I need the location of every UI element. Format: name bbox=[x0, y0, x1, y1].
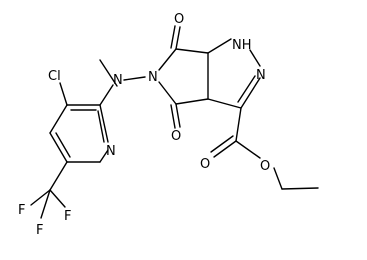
bond-pyr-n-c2 bbox=[99, 104, 109, 143]
bond-c-top-ring bbox=[175, 48, 209, 54]
atom-f-right: F bbox=[64, 209, 71, 224]
atom-f-bottom: F bbox=[36, 223, 43, 238]
bond-pyr-c3-c4 bbox=[49, 104, 68, 134]
bond-c-f-left bbox=[30, 189, 51, 206]
bond-nh-n bbox=[249, 49, 261, 67]
bond-ester-o bbox=[235, 140, 261, 159]
bonds bbox=[30, 25, 319, 219]
atom-cl: Cl bbox=[48, 69, 61, 84]
bond-co-bottom-1 bbox=[175, 103, 181, 128]
bond-c-f-bottom bbox=[40, 189, 51, 219]
atom-o-top: O bbox=[174, 12, 184, 27]
bond-n-n bbox=[123, 76, 146, 81]
bond-n-methyl bbox=[99, 59, 118, 87]
bond-n-c3 bbox=[240, 77, 261, 109]
bond-pyr-c6-n bbox=[99, 149, 109, 163]
bond-c-cl bbox=[59, 82, 68, 106]
bond-pyr-inner-2 bbox=[55, 132, 71, 158]
atom-o-ester: O bbox=[260, 159, 270, 174]
atom-n-methyl: N bbox=[113, 73, 123, 88]
atom-o-bottom: O bbox=[171, 129, 181, 144]
atom-n-pyridine: N bbox=[106, 144, 116, 159]
atom-nh: NH bbox=[232, 38, 252, 53]
bond-co-top-1 bbox=[175, 26, 181, 50]
bond-co-bottom-2 bbox=[170, 104, 176, 129]
bond-ch2-ch3 bbox=[281, 187, 319, 190]
atom-f-left: F bbox=[18, 203, 25, 218]
bond-c-nh bbox=[207, 38, 232, 54]
bond-c-bottom-ring bbox=[175, 98, 209, 105]
bond-c-cf3 bbox=[49, 161, 68, 191]
bond-c3-ester bbox=[235, 107, 242, 142]
atom-labels: Cl N N NH N N O O O O F F F bbox=[18, 12, 270, 238]
bond-co-top-2 bbox=[170, 25, 176, 49]
bond-o-ch2 bbox=[273, 167, 283, 190]
bond-ester-co-2 bbox=[210, 135, 234, 153]
bond-pyr-c4-c5 bbox=[49, 132, 68, 163]
atom-o-carbonyl: O bbox=[200, 157, 210, 172]
bond-pyr-inner-3 bbox=[97, 110, 105, 143]
bond-n-c-bottom bbox=[158, 81, 177, 105]
bond-n-c-top bbox=[158, 48, 177, 71]
bond-n-c3-inner bbox=[237, 75, 256, 103]
bond-c3-c3a bbox=[207, 98, 242, 109]
bond-n-pyridine bbox=[99, 84, 114, 106]
bond-c-f-right bbox=[49, 189, 66, 208]
bond-ester-co-1 bbox=[213, 140, 237, 158]
atom-n-pyrazole: N bbox=[256, 68, 266, 83]
atom-n-imide: N bbox=[148, 70, 158, 85]
